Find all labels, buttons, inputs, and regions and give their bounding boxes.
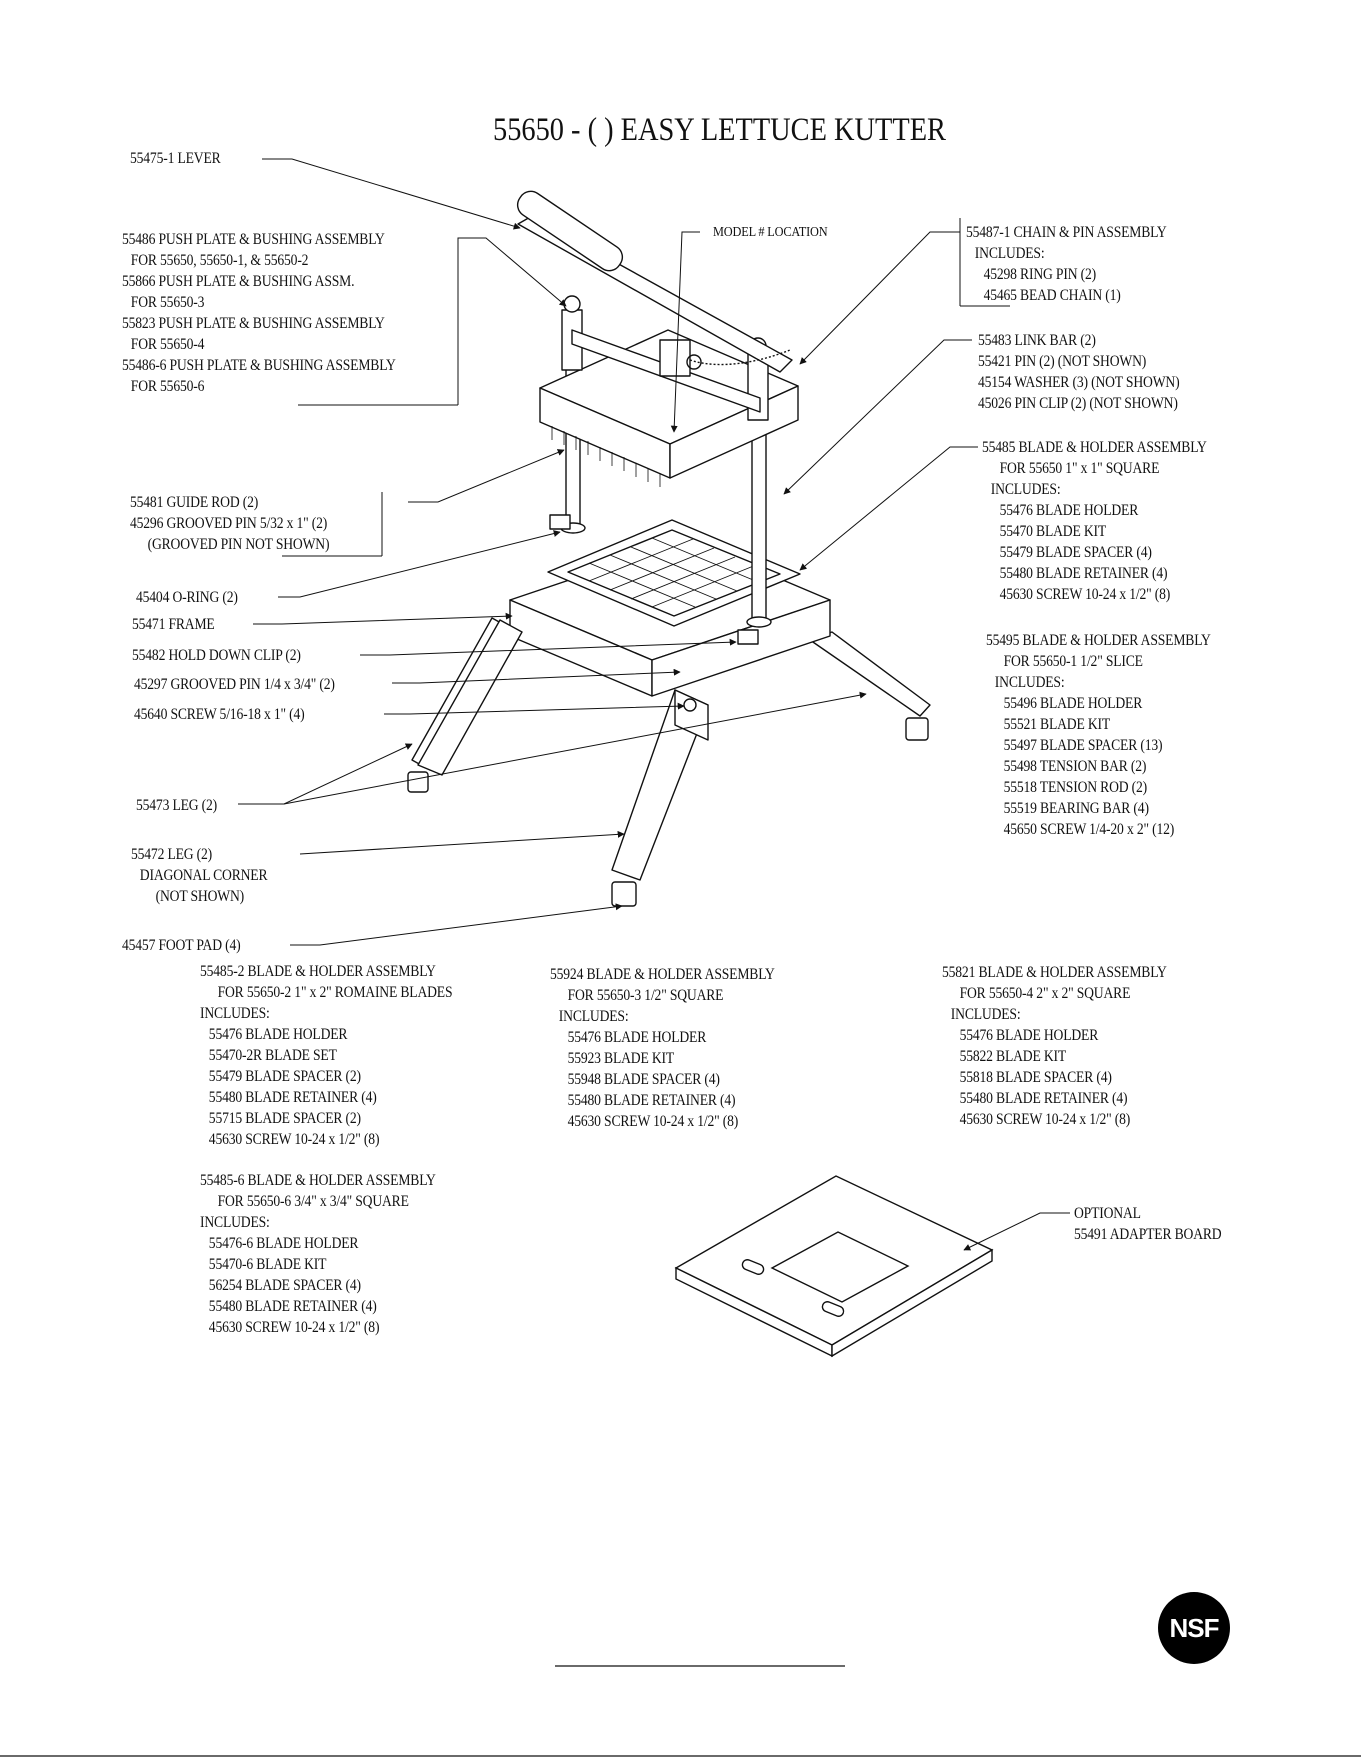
adapter-board-slot-right	[821, 1301, 845, 1317]
leader-leg-55473-a	[238, 743, 413, 805]
lever-pivot	[659, 339, 691, 377]
blade-holder-inner	[567, 529, 781, 617]
guide-rod-right	[751, 409, 767, 621]
leg-front-left	[417, 619, 523, 776]
leg-back-right	[809, 631, 931, 717]
callout-adapter-board: OPTIONAL 55491 ADAPTER BOARD	[1074, 1205, 1222, 1243]
nsf-logo: NSF	[1158, 1592, 1230, 1664]
callout-leg-55472: 55472 LEG (2) DIAGONAL CORNER (NOT SHOWN…	[131, 846, 268, 905]
foot-pad-front	[611, 881, 637, 907]
leader-screw	[384, 702, 685, 715]
callout-guide-rod: 55481 GUIDE ROD (2) 45296 GROOVED PIN 5/…	[130, 494, 330, 553]
callout-grooved-pin: 45297 GROOVED PIN 1/4 x 3/4" (2)	[134, 676, 335, 693]
lettuce-kutter-machine	[407, 190, 931, 907]
callout-foot-pad: 45457 FOOT PAD (4)	[122, 937, 241, 954]
leader-link-bar	[783, 339, 972, 495]
hold-down-clip-right	[737, 629, 759, 645]
leader-lines	[238, 158, 1070, 1251]
leader-adapter-board	[963, 1212, 1070, 1251]
push-plate-teeth	[551, 426, 661, 487]
lever-handle	[516, 190, 624, 272]
leader-model-location	[670, 231, 700, 433]
adapter-board-opening	[770, 1231, 910, 1303]
callout-hold-down-clip: 55482 HOLD DOWN CLIP (2)	[132, 647, 301, 664]
leader-lever	[262, 158, 521, 230]
adapter-board-edge-right	[831, 1248, 993, 1358]
blade-holder	[547, 519, 801, 627]
callout-blade-55485: 55485 BLADE & HOLDER ASSEMBLY FOR 55650 …	[982, 439, 1207, 603]
leader-chain-pin	[799, 231, 960, 365]
page-title: 55650 - ( ) EASY LETTUCE KUTTER	[493, 112, 946, 148]
leader-leg-55472	[299, 830, 625, 855]
callout-blade-55485-2: 55485-2 BLADE & HOLDER ASSEMBLY FOR 5565…	[200, 963, 453, 1148]
adapter-board-top	[674, 1175, 994, 1346]
callout-lever: 55475-1 LEVER	[130, 150, 221, 167]
blade-grid	[588, 537, 759, 608]
leader-push-plate	[457, 237, 567, 405]
callout-link-bar: 55483 LINK BAR (2) 55421 PIN (2) (NOT SH…	[978, 332, 1180, 412]
hold-down-clip-left	[549, 514, 571, 530]
callout-blade-55485-6: 55485-6 BLADE & HOLDER ASSEMBLY FOR 5565…	[200, 1172, 436, 1336]
leader-o-ring	[278, 530, 561, 598]
leader-hold-down-clip	[360, 638, 737, 656]
model-location-label: MODEL # LOCATION	[713, 225, 828, 240]
foot-pad-back-left	[407, 771, 429, 793]
callout-screw: 45640 SCREW 5/16-18 x 1" (4)	[134, 706, 305, 723]
ring-pin	[686, 354, 702, 370]
callout-blade-55495: 55495 BLADE & HOLDER ASSEMBLY FOR 55650-…	[986, 632, 1211, 838]
callout-blade-55821: 55821 BLADE & HOLDER ASSEMBLY FOR 55650-…	[942, 964, 1167, 1128]
callout-push-plate: 55486 PUSH PLATE & BUSHING ASSEMBLY FOR …	[122, 231, 396, 395]
callout-frame: 55471 FRAME	[132, 616, 215, 633]
adapter-board-drawing	[674, 1175, 994, 1358]
callout-o-ring: 45404 O-RING (2)	[136, 589, 238, 606]
leader-grooved-pin	[392, 668, 681, 684]
leg-front-bracket	[674, 689, 709, 741]
leader-frame	[253, 612, 513, 625]
leader-leg-55473-b	[283, 691, 867, 805]
o-ring-right	[746, 616, 772, 628]
leader-blade-holder	[799, 446, 978, 571]
callout-leg-55473: 55473 LEG (2)	[136, 797, 218, 814]
leader-foot-pad	[290, 903, 623, 946]
callout-chain-pin: 55487-1 CHAIN & PIN ASSEMBLY INCLUDES: 4…	[966, 224, 1167, 304]
adapter-board-slot-left	[741, 1259, 765, 1275]
leader-guide-rod	[408, 449, 565, 503]
bushing-left	[563, 295, 581, 313]
foot-pad-back-right	[905, 717, 929, 741]
callout-blade-55924: 55924 BLADE & HOLDER ASSEMBLY FOR 55650-…	[550, 966, 775, 1130]
